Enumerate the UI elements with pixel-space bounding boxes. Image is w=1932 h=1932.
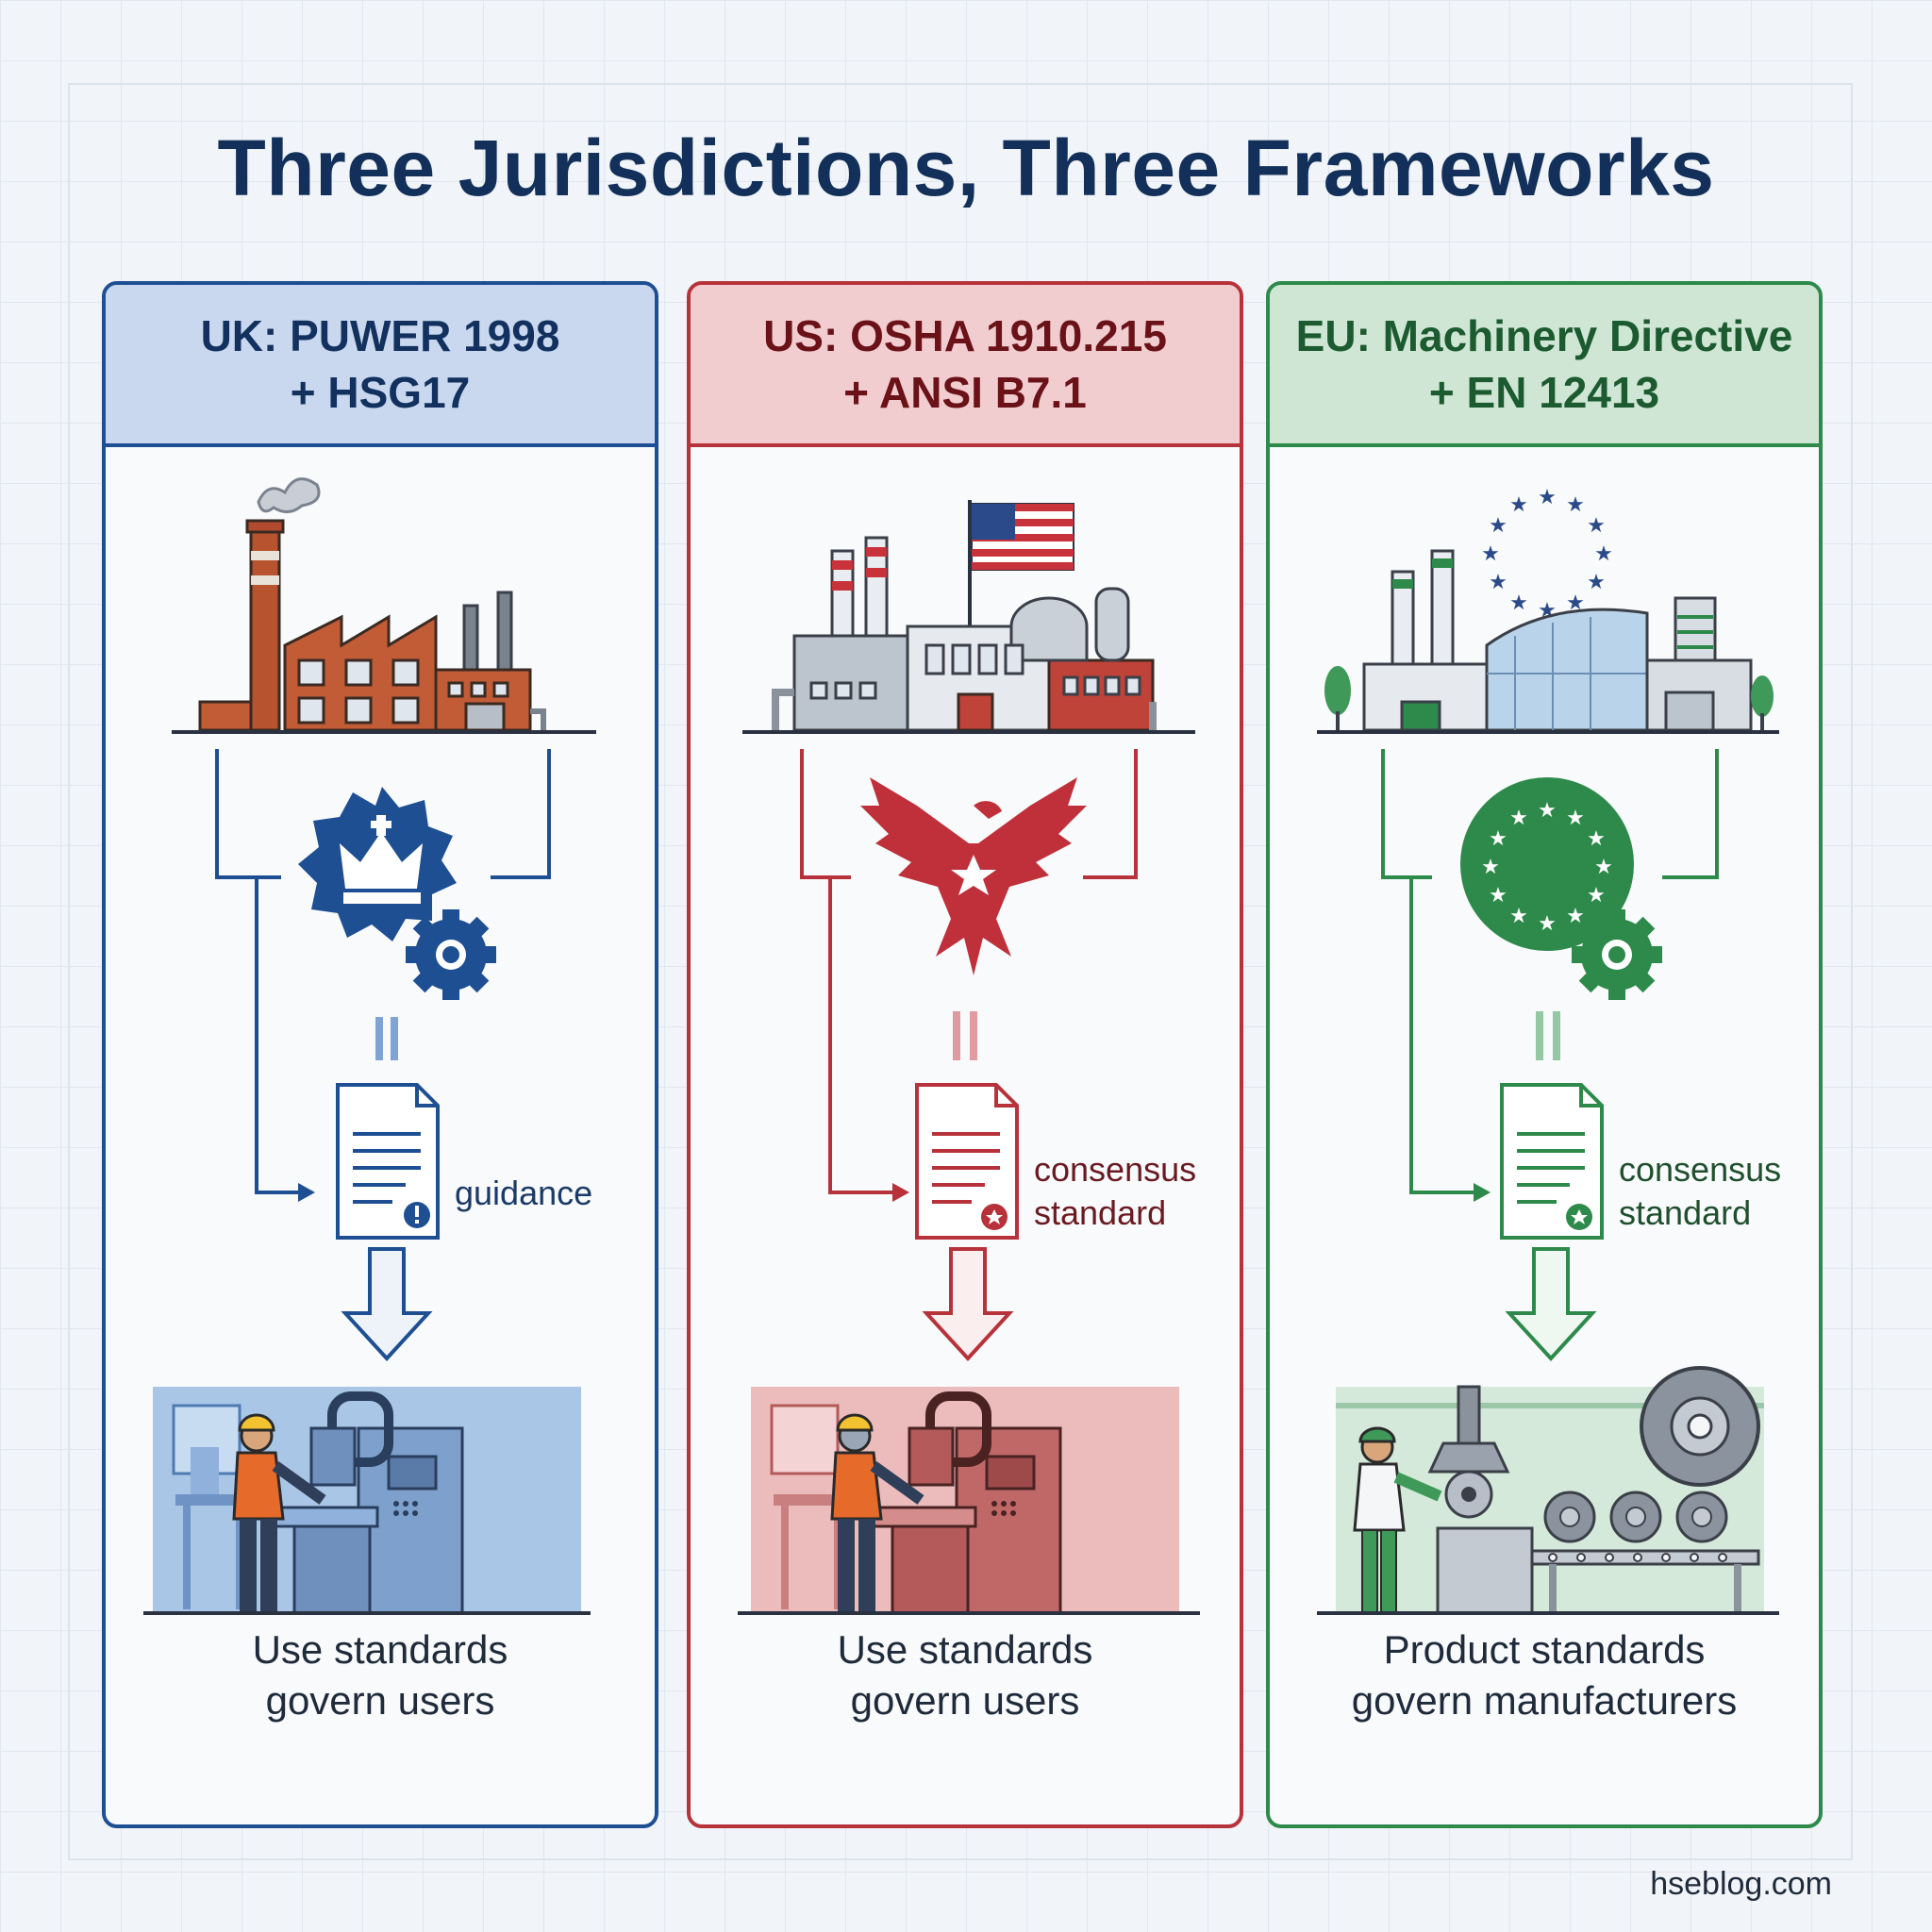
svg-text:★: ★ <box>1587 514 1606 538</box>
panel-us-footer: Use standards govern users <box>691 1624 1240 1726</box>
page-title: Three Jurisdictions, Three Frameworks <box>217 124 1715 212</box>
worker-machine-icon <box>738 1387 1200 1615</box>
document-icon <box>336 1083 440 1240</box>
arrow-down-icon <box>922 1247 1014 1361</box>
panel-eu-footer-line1: Product standards <box>1383 1627 1706 1672</box>
eu-seal-icon: ★★★★ ★★★★ ★★★★ <box>1460 777 1634 951</box>
svg-text:★: ★ <box>1538 799 1557 823</box>
panel-eu-footer-line2: govern manufacturers <box>1351 1678 1738 1723</box>
panel-us-header: US: OSHA 1910.215 + ANSI B7.1 <box>691 285 1240 447</box>
svg-text:★: ★ <box>1489 571 1507 594</box>
panel-us-header-line2: + ANSI B7.1 <box>843 368 1087 417</box>
panel-eu-header-line2: + EN 12413 <box>1428 368 1660 417</box>
panel-uk-footer-line1: Use standards <box>252 1627 508 1672</box>
panel-eu-header-line1: EU: Machinery Directive <box>1295 311 1793 360</box>
panel-us-doc-label-line1: consensus <box>1034 1150 1197 1189</box>
document-icon <box>915 1083 1019 1240</box>
arrow-down-icon <box>341 1247 433 1361</box>
gear-icon <box>406 909 496 1000</box>
svg-text:★: ★ <box>1509 905 1528 928</box>
panel-us-header-line1: US: OSHA 1910.215 <box>763 311 1167 360</box>
eu-stars-icon: ★★★★ ★★★★ ★★★★ <box>1481 486 1613 623</box>
panel-us: US: OSHA 1910.215 + ANSI B7.1 <box>687 281 1243 1828</box>
panel-eu: EU: Machinery Directive + EN 12413 ★★★★ … <box>1266 281 1823 1828</box>
panel-uk-header-line1: UK: PUWER 1998 <box>200 311 560 360</box>
page-frame <box>68 83 1853 1860</box>
panel-uk-header: UK: PUWER 1998 + HSG17 <box>106 285 655 447</box>
panel-uk-illustration <box>143 477 596 1615</box>
panel-eu-doc-label-line2: standard <box>1619 1193 1752 1232</box>
svg-text:★: ★ <box>1594 542 1613 566</box>
gear-icon <box>1572 909 1662 1000</box>
panel-eu-illustration: ★★★★ ★★★★ ★★★★ <box>1317 486 1779 1615</box>
eagle-icon <box>860 777 1087 975</box>
worker-machine-icon <box>143 1387 591 1615</box>
svg-text:★: ★ <box>1509 591 1528 615</box>
factory-icon <box>742 536 1195 734</box>
panel-uk-doc-label: guidance <box>455 1172 592 1215</box>
svg-text:★: ★ <box>1538 912 1557 936</box>
worker-machine-icon <box>1317 1366 1779 1615</box>
svg-text:★: ★ <box>1594 856 1613 879</box>
panel-uk-footer: Use standards govern users <box>106 1624 655 1726</box>
factory-icon <box>1317 549 1779 734</box>
svg-text:★: ★ <box>1489 514 1507 538</box>
svg-text:★: ★ <box>1509 493 1528 517</box>
panel-eu-footer: Product standards govern manufacturers <box>1270 1624 1819 1726</box>
svg-text:★: ★ <box>1566 591 1585 615</box>
site-watermark: hseblog.com <box>1650 1866 1832 1902</box>
panel-us-illustration <box>738 500 1200 1615</box>
factory-icon <box>172 477 596 734</box>
svg-text:★: ★ <box>1538 486 1557 509</box>
panel-uk-header-line2: + HSG17 <box>290 368 471 417</box>
panel-us-doc-label: consensus standard <box>1034 1148 1196 1235</box>
svg-text:★: ★ <box>1481 856 1500 879</box>
svg-text:★: ★ <box>1509 807 1528 830</box>
svg-text:★: ★ <box>1566 493 1585 517</box>
crown-seal-icon <box>298 787 457 941</box>
svg-text:★: ★ <box>1489 827 1507 851</box>
panel-eu-doc-label-line1: consensus <box>1619 1150 1782 1189</box>
panel-uk-footer-line2: govern users <box>265 1678 495 1723</box>
flag-icon <box>968 500 1074 647</box>
panel-uk-doc-label-line1: guidance <box>455 1174 593 1212</box>
panel-eu-doc-label: consensus standard <box>1619 1148 1781 1235</box>
panel-us-footer-line1: Use standards <box>837 1627 1093 1672</box>
svg-text:★: ★ <box>1566 905 1585 928</box>
svg-text:★: ★ <box>1566 807 1585 830</box>
arrow-down-icon <box>1505 1247 1597 1361</box>
svg-text:★: ★ <box>1587 884 1606 908</box>
svg-text:★: ★ <box>1587 827 1606 851</box>
panel-uk: UK: PUWER 1998 + HSG17 <box>102 281 658 1828</box>
svg-text:★: ★ <box>1481 542 1500 566</box>
panel-us-doc-label-line2: standard <box>1034 1193 1167 1232</box>
svg-text:★: ★ <box>1489 884 1507 908</box>
panel-eu-header: EU: Machinery Directive + EN 12413 <box>1270 285 1819 447</box>
document-icon <box>1500 1083 1604 1240</box>
svg-text:★: ★ <box>1587 571 1606 594</box>
panel-us-footer-line2: govern users <box>850 1678 1080 1723</box>
